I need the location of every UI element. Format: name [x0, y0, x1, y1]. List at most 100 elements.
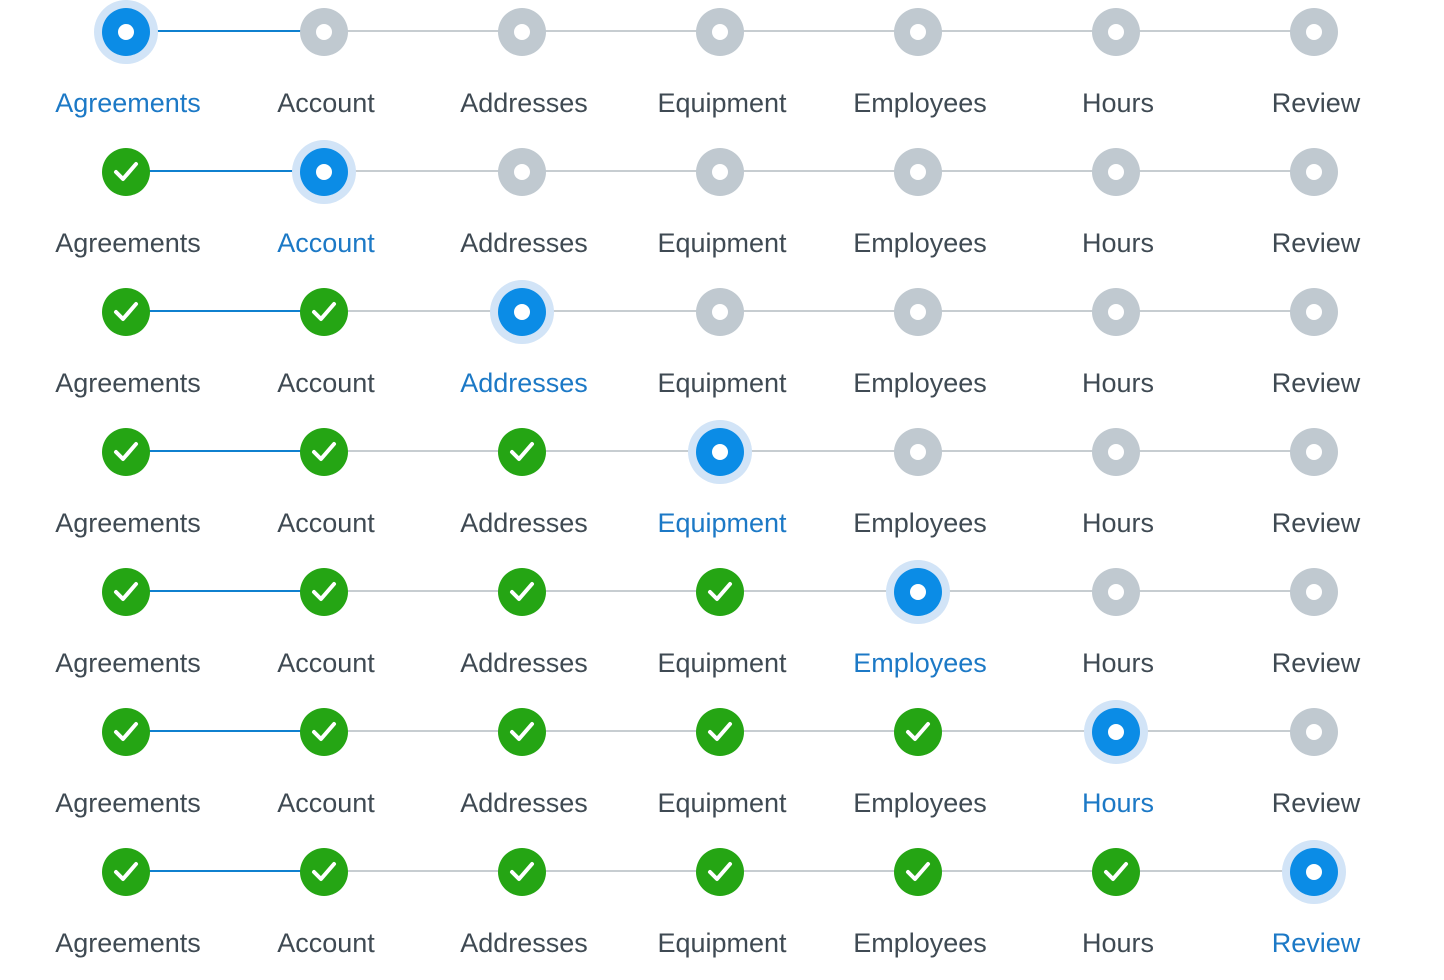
step-review[interactable]: Review — [1216, 0, 1416, 140]
step-label: Account — [277, 788, 375, 818]
step-label: Employees — [853, 788, 987, 818]
step-hours[interactable]: Hours — [1018, 840, 1218, 980]
step-employees[interactable]: Employees — [820, 140, 1020, 280]
step-addresses[interactable]: Addresses — [424, 560, 624, 700]
step-account[interactable]: Account — [226, 140, 426, 280]
step-agreements[interactable]: Agreements — [28, 560, 228, 700]
step-review[interactable]: Review — [1216, 140, 1416, 280]
step-account[interactable]: Account — [226, 700, 426, 840]
step-agreements[interactable]: Agreements — [28, 700, 228, 840]
current-step-dot-icon — [886, 560, 950, 624]
step-hours[interactable]: Hours — [1018, 700, 1218, 840]
step-addresses[interactable]: Addresses — [424, 700, 624, 840]
step-hours[interactable]: Hours — [1018, 280, 1218, 420]
stepper-connector — [1118, 870, 1316, 872]
step-addresses[interactable]: Addresses — [424, 840, 624, 980]
step-agreements[interactable]: Agreements — [28, 0, 228, 140]
step-hours[interactable]: Hours — [1018, 0, 1218, 140]
step-account[interactable]: Account — [226, 280, 426, 420]
step-equipment[interactable]: Equipment — [622, 0, 822, 140]
stepper-connector — [524, 310, 722, 312]
step-label: Employees — [853, 508, 987, 538]
stepper-connector — [326, 450, 524, 452]
step-review[interactable]: Review — [1216, 700, 1416, 840]
step-account[interactable]: Account — [226, 0, 426, 140]
step-equipment[interactable]: Equipment — [622, 700, 822, 840]
stepper-connector — [524, 590, 722, 592]
step-label: Employees — [853, 368, 987, 398]
step-label: Agreements — [55, 508, 201, 538]
stepper-connector — [722, 590, 920, 592]
step-equipment[interactable]: Equipment — [622, 840, 822, 980]
stepper-connector — [524, 730, 722, 732]
pending-step-dot-icon — [894, 148, 942, 196]
step-employees[interactable]: Employees — [820, 280, 1020, 420]
step-equipment[interactable]: Equipment — [622, 280, 822, 420]
pending-step-dot-icon — [498, 8, 546, 56]
step-label: Account — [277, 88, 375, 118]
step-account[interactable]: Account — [226, 420, 426, 560]
step-review[interactable]: Review — [1216, 420, 1416, 560]
pending-step-dot-icon — [498, 148, 546, 196]
pending-step-dot-icon — [1092, 8, 1140, 56]
step-hours[interactable]: Hours — [1018, 420, 1218, 560]
stepper-connector — [524, 450, 722, 452]
check-icon — [696, 848, 744, 896]
pending-step-dot-icon — [696, 8, 744, 56]
step-review[interactable]: Review — [1216, 840, 1416, 980]
stepper-connector — [1118, 170, 1316, 172]
step-equipment[interactable]: Equipment — [622, 420, 822, 560]
step-hours[interactable]: Hours — [1018, 560, 1218, 700]
step-hours[interactable]: Hours — [1018, 140, 1218, 280]
pending-step-dot-icon — [1290, 148, 1338, 196]
step-employees[interactable]: Employees — [820, 0, 1020, 140]
step-label: Hours — [1081, 788, 1155, 818]
pending-step-dot-icon — [894, 288, 942, 336]
step-label: Hours — [1081, 648, 1155, 678]
stepper-connector — [326, 310, 524, 312]
step-addresses[interactable]: Addresses — [424, 0, 624, 140]
step-review[interactable]: Review — [1216, 560, 1416, 700]
step-addresses[interactable]: Addresses — [424, 140, 624, 280]
check-icon — [102, 848, 150, 896]
step-agreements[interactable]: Agreements — [28, 840, 228, 980]
stepper-connector — [920, 730, 1118, 732]
step-addresses[interactable]: Addresses — [424, 280, 624, 420]
stepper-connector — [722, 170, 920, 172]
stepper-connector — [1118, 590, 1316, 592]
step-label: Employees — [853, 648, 987, 678]
check-icon — [300, 428, 348, 476]
step-label: Agreements — [55, 648, 201, 678]
stepper-connector — [128, 30, 326, 32]
step-label: Employees — [853, 928, 987, 958]
stepper-connector — [128, 730, 326, 732]
step-label: Agreements — [55, 788, 201, 818]
stepper-connector — [128, 170, 326, 172]
current-step-dot-icon — [1282, 840, 1346, 904]
step-addresses[interactable]: Addresses — [424, 420, 624, 560]
step-label: Review — [1271, 88, 1361, 118]
stepper-connector — [920, 590, 1118, 592]
step-label: Hours — [1081, 228, 1155, 258]
step-employees[interactable]: Employees — [820, 560, 1020, 700]
step-account[interactable]: Account — [226, 560, 426, 700]
step-agreements[interactable]: Agreements — [28, 280, 228, 420]
step-employees[interactable]: Employees — [820, 700, 1020, 840]
step-label: Hours — [1081, 368, 1155, 398]
stepper-connector — [524, 170, 722, 172]
step-agreements[interactable]: Agreements — [28, 140, 228, 280]
check-icon — [1092, 848, 1140, 896]
step-employees[interactable]: Employees — [820, 840, 1020, 980]
step-employees[interactable]: Employees — [820, 420, 1020, 560]
step-equipment[interactable]: Equipment — [622, 560, 822, 700]
stepper-connector — [1118, 450, 1316, 452]
step-equipment[interactable]: Equipment — [622, 140, 822, 280]
step-account[interactable]: Account — [226, 840, 426, 980]
step-review[interactable]: Review — [1216, 280, 1416, 420]
step-agreements[interactable]: Agreements — [28, 420, 228, 560]
step-label: Equipment — [657, 788, 787, 818]
step-label: Agreements — [55, 88, 201, 118]
check-icon — [498, 428, 546, 476]
step-label: Agreements — [55, 368, 201, 398]
